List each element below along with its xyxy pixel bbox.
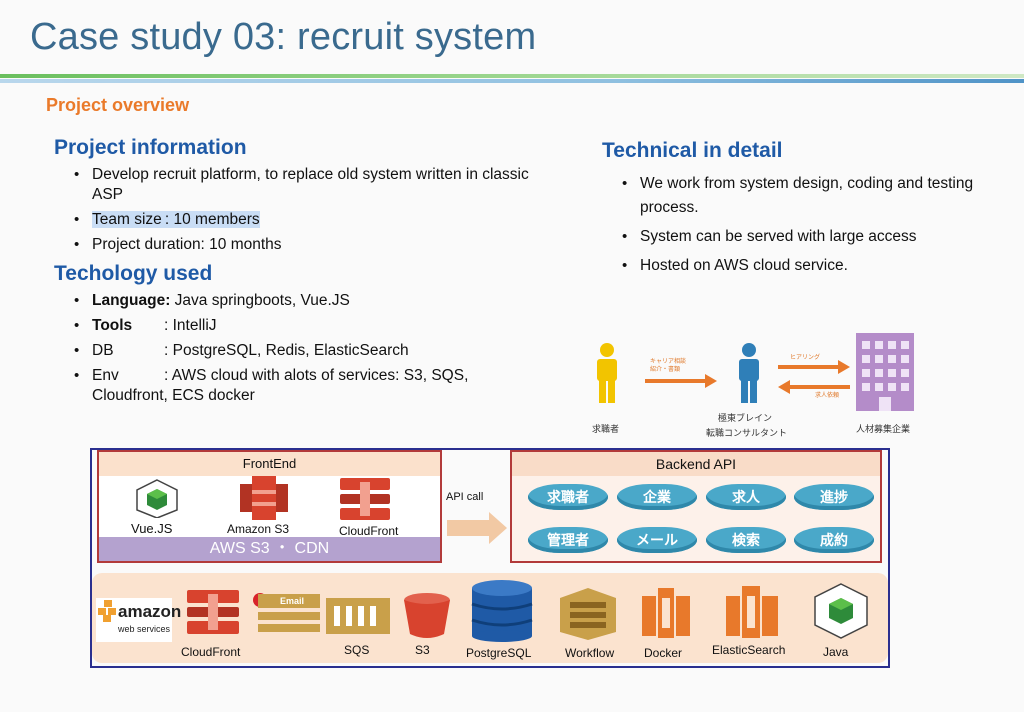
module-search: 検索: [706, 527, 786, 553]
list-item: Project duration: 10 months: [70, 235, 550, 255]
tech-key: Language:: [92, 292, 171, 309]
project-info-list: Develop recruit platform, to replace old…: [70, 165, 550, 260]
list-item: Tools : IntelliJ: [70, 316, 510, 336]
list-item: DB : PostgreSQL, Redis, ElasticSearch: [70, 341, 510, 361]
infra-label: Workflow: [565, 646, 615, 660]
tech-key: Tools: [92, 317, 133, 334]
job-seeker-icon: [597, 343, 617, 403]
cloudfront-label: CloudFront: [339, 524, 399, 538]
infra-label: S3: [415, 643, 430, 657]
sqs-icon: [326, 598, 390, 634]
company-label: 人材募集企業: [856, 424, 911, 434]
arrow-label: 紹介・書類: [650, 367, 681, 373]
module-progress: 進捗: [794, 484, 874, 510]
aws-boxes-icon: [98, 600, 116, 622]
api-arrow-icon: [447, 512, 507, 544]
module-contract: 成約: [794, 527, 874, 553]
two-way-arrow-icon: [778, 360, 850, 394]
tech-key: DB: [92, 342, 114, 359]
arrow-label: ヒアリング: [790, 355, 821, 361]
technology-heading: Techology used: [54, 262, 213, 285]
list-item: We work from system design, coding and t…: [618, 172, 978, 220]
list-item: Env: AWS cloud with alots of services: S…: [70, 366, 510, 406]
architecture-diagram: [90, 448, 890, 668]
tech-key: Env: [92, 367, 119, 384]
infra-label: Docker: [644, 646, 683, 660]
arrow-label: 求人依頼: [815, 393, 840, 399]
list-item: Language: Java springboots, Vue.JS: [70, 291, 510, 311]
consultant-label: 転職コンサルタント: [706, 428, 788, 438]
tech-value: : PostgreSQL, Redis, ElasticSearch: [164, 342, 409, 359]
slide-title: Case study 03: recruit system: [30, 16, 537, 58]
module-mail: メール: [617, 527, 697, 553]
job-seeker-label: 求職者: [592, 424, 620, 434]
list-item: Develop recruit platform, to replace old…: [70, 165, 550, 205]
aws-logo: amazon web services: [96, 598, 181, 642]
s3-bucket-icon: [404, 593, 450, 638]
infra-label: Java: [823, 645, 849, 659]
amazon-s3-label: Amazon S3: [227, 522, 290, 536]
consultant-label: 極東ブレイン: [718, 413, 773, 423]
frontend-heading: FrontEnd: [99, 452, 440, 476]
aws-logo-subtext: web services: [118, 624, 171, 634]
infra-label: CloudFront: [181, 645, 241, 659]
java-cube-icon: [814, 583, 868, 639]
aws-s3-cdn-banner: AWS S3 ・ CDN: [99, 537, 440, 561]
tech-value: : IntelliJ: [164, 317, 217, 334]
project-info-heading: Project information: [54, 136, 247, 159]
infra-label: PostgreSQL: [466, 646, 532, 660]
arrow-right-icon: [645, 374, 717, 388]
workflow-icon: [560, 588, 616, 640]
cloudfront-icon: [187, 590, 239, 634]
amazon-s3-icon: [240, 476, 288, 520]
vuejs-label: Vue.JS: [131, 521, 173, 536]
docker-icon: [642, 588, 690, 638]
infra-label: SQS: [344, 643, 370, 657]
postgresql-database-icon: [471, 580, 533, 642]
technical-heading: Technical in detail: [602, 139, 783, 162]
technology-list: Language: Java springboots, Vue.JS Tools…: [70, 291, 510, 411]
module-company: 企業: [617, 484, 697, 510]
infra-label: ElasticSearch: [712, 643, 786, 657]
module-admin: 管理者: [528, 527, 608, 553]
tech-value: Java springboots, Vue.JS: [170, 292, 350, 309]
arrow-label: キャリア相談: [650, 359, 687, 365]
module-job: 求人: [706, 484, 786, 510]
module-jobseeker: 求職者: [528, 484, 608, 510]
header-divider: [0, 74, 1024, 88]
company-building-icon: [856, 333, 914, 411]
technical-list: We work from system design, coding and t…: [618, 172, 978, 283]
list-item: Hosted on AWS cloud service.: [618, 254, 978, 278]
list-item: Team size : 10 members: [70, 210, 550, 230]
project-overview-label: Project overview: [46, 95, 190, 115]
aws-logo-text: amazon: [118, 602, 182, 621]
highlighted-text: Team size : 10 members: [92, 211, 260, 228]
list-item: System can be served with large access: [618, 225, 978, 249]
tech-value: : AWS cloud with alots of services: S3, …: [92, 367, 469, 404]
email-label: Email: [280, 596, 305, 606]
api-call-label: API call: [446, 491, 484, 503]
consultant-icon: [739, 343, 759, 403]
cloudfront-icon: [340, 478, 390, 520]
backend-heading: Backend API: [512, 452, 880, 476]
email-icon: [253, 593, 320, 632]
vuejs-cube-icon: [136, 479, 178, 518]
elasticsearch-icon: [726, 586, 778, 638]
